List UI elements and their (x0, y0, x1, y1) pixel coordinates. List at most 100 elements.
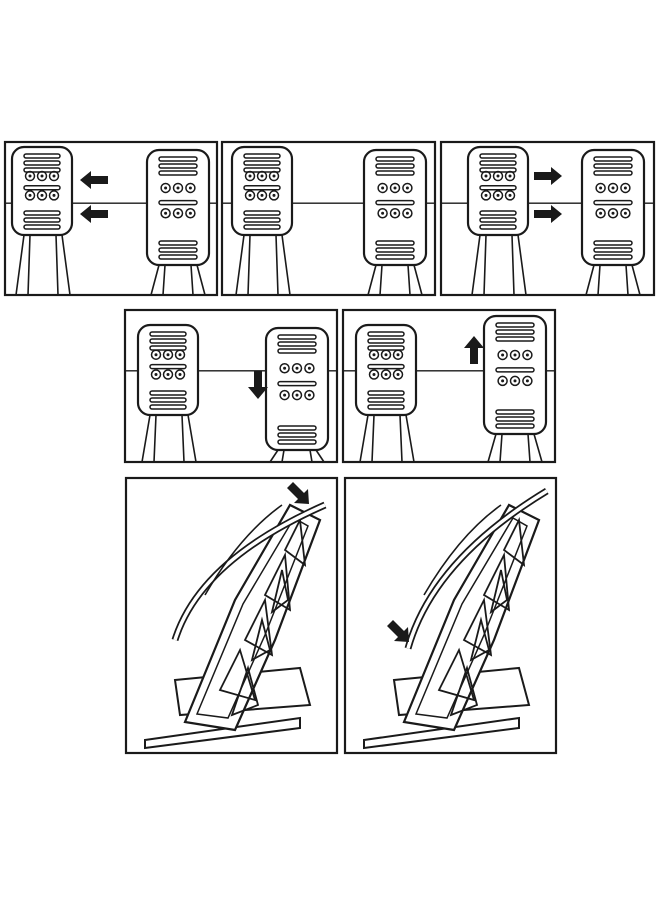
pedal-hole-center (513, 379, 517, 383)
pedal-arm-inner (195, 516, 309, 719)
pedal-arm (141, 414, 197, 463)
truss-triangle (270, 569, 289, 615)
pedal-slot (158, 156, 198, 162)
pedal-slot (367, 390, 405, 396)
pedal-hole (504, 190, 516, 201)
pedal-hole (279, 363, 290, 374)
pedal-slot (479, 160, 517, 166)
pedal-hole-center (40, 193, 44, 197)
pedal-pad (580, 148, 646, 267)
pedal-side (144, 501, 327, 750)
pedal-hole (380, 369, 392, 380)
truss-triangle (250, 616, 272, 662)
truss-triangle (489, 569, 508, 615)
pedal-hole-center (372, 373, 376, 376)
pedal-hole (48, 170, 60, 182)
pedal-slot (367, 363, 405, 370)
pedal-hole-center (393, 211, 397, 215)
pedal-hole-center (272, 174, 276, 178)
pedal-hole-center (272, 193, 276, 197)
pedal-hole-center (178, 373, 182, 376)
pedal-slot (593, 170, 633, 176)
pedal-outline (145, 148, 211, 267)
pedal-slot (593, 156, 633, 162)
pedal-slot (593, 254, 633, 260)
pedal-hole-center (508, 193, 512, 197)
pedal-arm (487, 433, 543, 463)
pedal-slot (593, 247, 633, 253)
pedal-hole (607, 208, 619, 219)
pedal-hole (522, 349, 533, 361)
pedal-hole (389, 182, 401, 194)
pedal-hole (620, 182, 631, 194)
pedal-slot (367, 397, 405, 403)
pedal-hole (368, 349, 380, 360)
pedal-slot (479, 210, 517, 216)
pedal-slot (479, 153, 517, 159)
pedal-hole (162, 349, 174, 360)
pedal-hole (304, 389, 315, 401)
pedal-slot (375, 199, 415, 206)
pedal-hole-center (28, 193, 32, 197)
truss-triangle (502, 516, 526, 567)
pedal-hole (174, 349, 186, 360)
pedal-slot (375, 156, 415, 162)
pedal-pad-back (423, 504, 502, 596)
pedal-slot (367, 338, 405, 344)
pedal-hole (160, 182, 171, 194)
pedal-arm (150, 264, 206, 296)
pedal-hole (256, 170, 268, 182)
pedal-pad (10, 145, 74, 237)
pedal-slot (149, 397, 187, 403)
pedal-hole-center (405, 211, 409, 215)
pedal-hole-center (283, 366, 287, 370)
panel-tilt-forward (124, 476, 339, 755)
pedal-hole (620, 208, 631, 219)
pedal-arm (585, 264, 641, 296)
pedal-hole-center (525, 379, 529, 383)
pedal-hole (279, 389, 290, 401)
pedal-hole-center (176, 186, 180, 190)
pedal-pad (230, 145, 294, 237)
pedal-hole-center (496, 174, 500, 178)
truss-triangle (449, 664, 479, 717)
pedal-hole (392, 369, 404, 380)
pedal-slot (277, 425, 317, 431)
truss-triangle (263, 551, 292, 612)
pedal-pad-side-fill (406, 489, 548, 649)
pedal-hole (24, 170, 36, 182)
pedal-slot (375, 247, 415, 253)
truss-triangle (230, 664, 260, 717)
panel-move-right (439, 140, 656, 297)
pedal-hole-center (295, 393, 299, 397)
pedal-hole-center (188, 211, 192, 215)
pedal-hole (268, 170, 280, 182)
pedal-slot (277, 341, 317, 347)
pedal-slot (367, 404, 405, 410)
pedal-hole-center (164, 211, 168, 215)
pedal-hole (24, 190, 36, 201)
pedal-hole (244, 190, 256, 201)
pedal-slot (479, 184, 517, 191)
pedal-slot (158, 199, 198, 206)
truss-triangle (218, 647, 257, 702)
pedal-hole-center (260, 174, 264, 178)
pedal-hole (172, 182, 184, 194)
pedal-slot (495, 416, 535, 422)
pedal-slot (277, 334, 317, 340)
pedal-hole-center (178, 353, 182, 357)
pedal-outline (362, 148, 428, 267)
pedal-hole (480, 170, 492, 182)
pedal-hole (48, 190, 60, 201)
pedal-slot (479, 224, 517, 230)
pedal-slot (495, 409, 535, 415)
pedal-hole (377, 208, 388, 219)
pedal-slot (23, 224, 61, 230)
pedal-pad (264, 326, 330, 452)
pedal-slot (495, 423, 535, 429)
pedal-hole (509, 349, 521, 361)
pedal-outline (482, 314, 548, 436)
pedal-hole-center (154, 353, 158, 357)
arrow-left-icon (80, 205, 108, 223)
